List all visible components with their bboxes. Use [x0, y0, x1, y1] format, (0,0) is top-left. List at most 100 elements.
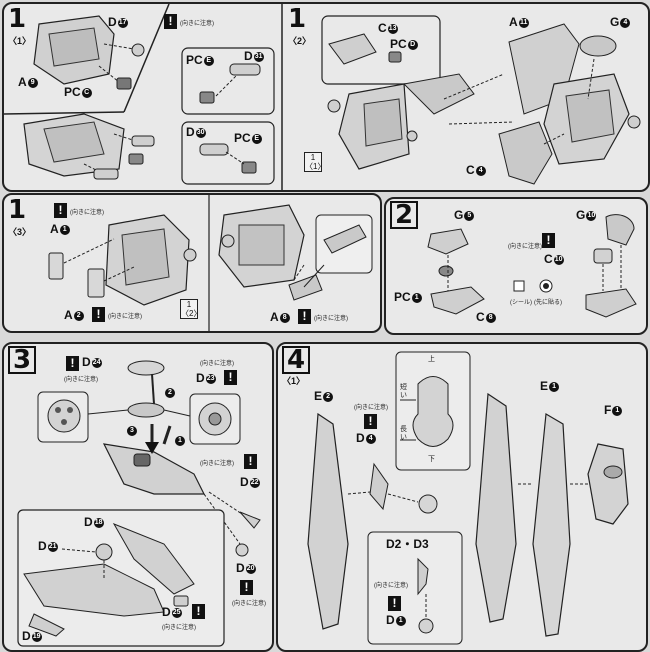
label-number: 9 — [27, 77, 38, 88]
reference-step-box: 1〈2〉 — [180, 299, 201, 319]
caution-icon: ! — [388, 596, 401, 611]
caution-icon: ! — [92, 307, 105, 322]
label-number: 19 — [31, 631, 42, 642]
arrow-badge: 2 — [165, 387, 175, 398]
label-number: 13 — [387, 23, 398, 34]
label-letter: PC — [186, 53, 203, 67]
label-number: 8 — [279, 312, 290, 323]
ref-number: 1 — [186, 300, 192, 309]
arrow-badge: 1 — [175, 435, 185, 446]
step-1-panel: 1 〈1〉 — [2, 2, 650, 192]
label-letter: C — [476, 310, 485, 324]
label-letter: C — [466, 163, 475, 177]
label-number: 18 — [93, 517, 104, 528]
label-letter: D — [22, 629, 31, 643]
step-number-3: 1 — [8, 195, 27, 225]
label-number: 10 — [586, 210, 597, 221]
ref-number: 1 — [310, 153, 316, 162]
label-letter: A — [18, 75, 27, 89]
caution-icon: ! — [298, 309, 311, 324]
step-4-drawing — [307, 351, 629, 645]
label-letter: D — [162, 605, 171, 619]
label-letter: G — [454, 208, 464, 222]
caution-icon: ! — [54, 203, 67, 218]
caution-note: (向きに注意) — [314, 316, 348, 322]
label-letter: PC — [390, 37, 407, 51]
label-letter: D — [82, 355, 91, 369]
label-number: 1 — [411, 292, 422, 303]
label-letter: PC — [234, 131, 251, 145]
label-number: 30 — [195, 127, 206, 138]
label-letter: C — [378, 21, 387, 35]
short-label: 短い — [400, 384, 407, 399]
label-number: 1 — [612, 405, 623, 416]
label-letter: D — [240, 475, 249, 489]
label-number: 21 — [47, 541, 58, 552]
label-letter: F — [604, 403, 612, 417]
label-number: 11 — [518, 17, 529, 28]
caution-note: (向きに注意) — [64, 377, 98, 383]
arrow-number-1: 1 — [174, 434, 185, 447]
label-number: 2 — [323, 391, 334, 402]
caution-icon: ! — [244, 454, 257, 469]
step-1-drawing — [4, 4, 641, 190]
label-letter: D — [84, 515, 93, 529]
label-number: 1 — [549, 381, 560, 392]
label-letter: D — [356, 431, 365, 445]
step-number-2: 1 — [288, 4, 307, 34]
label-letter: C — [544, 252, 553, 266]
bottom-label: 下 — [428, 456, 435, 463]
substep-label-3: 〈3〉 — [8, 227, 32, 237]
caution-icon: ! — [542, 233, 555, 248]
label-number: 1 — [59, 224, 70, 235]
label-number: 10 — [553, 254, 564, 265]
arrow-number-3: 3 — [126, 424, 137, 437]
label-number: 4 — [365, 433, 376, 444]
label-number: D — [407, 39, 418, 50]
step-number: 1 — [8, 4, 27, 34]
caution-note: (向きに注意) — [232, 601, 266, 607]
caution-note: (向きに注意) — [180, 21, 214, 27]
caution-note: (向きに注意) — [354, 405, 388, 411]
caution-note: (向きに注意) — [70, 210, 104, 216]
label-number: 2 — [73, 310, 84, 321]
label-letter: A — [270, 310, 279, 324]
seal-note: (シール) — [510, 300, 532, 306]
label-letter: D — [244, 49, 253, 63]
caution-note: (向きに注意) — [200, 461, 234, 467]
label-number: E — [203, 55, 214, 66]
label-number: 17 — [117, 17, 128, 28]
caution-icon: ! — [192, 604, 205, 619]
caution-note: (向きに注意) — [374, 583, 408, 589]
label-letter: D — [196, 371, 205, 385]
label-number: 8 — [485, 312, 496, 323]
caution-note: (向きに注意) — [200, 361, 234, 367]
label-number: 25 — [171, 607, 182, 618]
substep-label-2: 〈2〉 — [288, 36, 312, 46]
